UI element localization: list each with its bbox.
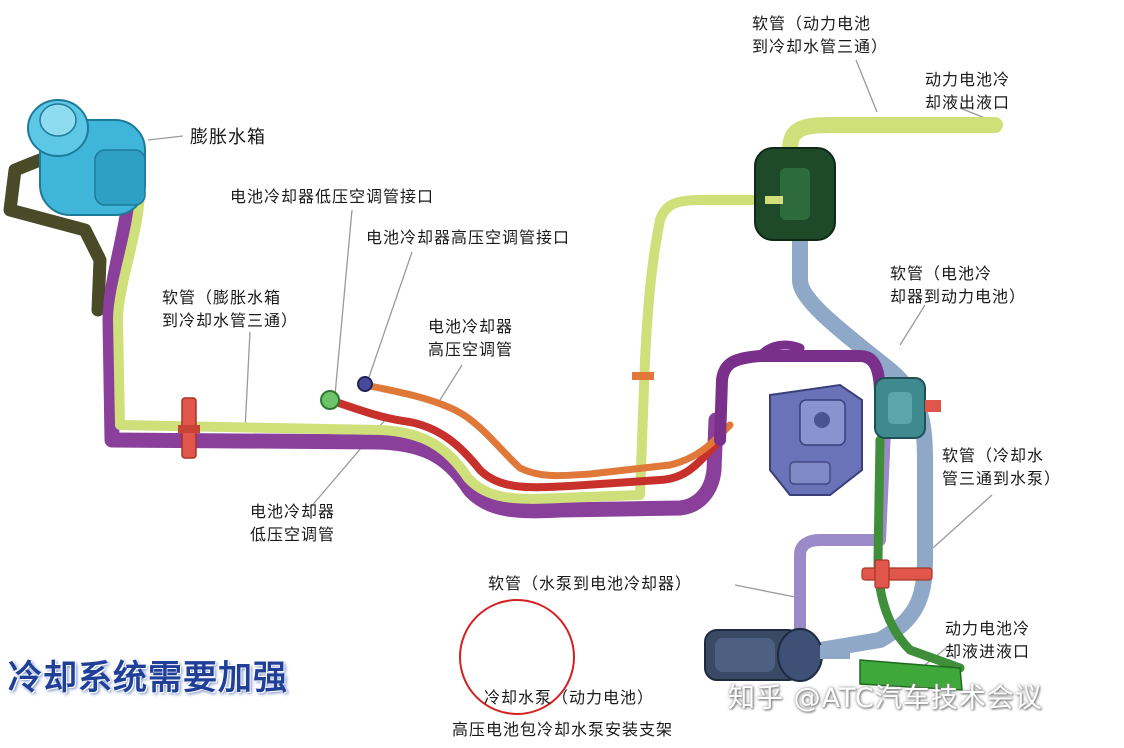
label-battery-inlet: 动力电池冷 却液进液口	[945, 619, 1031, 661]
dark-olive-hose	[3, 153, 107, 317]
label-hose-tee-to-pump: 软管（冷却水 管三通到水泵）	[942, 446, 1062, 488]
hose-clamp-right	[861, 559, 933, 589]
label-pump-bracket: 高压电池包冷却水泵安装支架	[452, 720, 674, 739]
label-low-pressure-pipe: 电池冷却器 低压空调管	[250, 502, 336, 544]
label-high-pressure-port: 电池冷却器高压空调管接口	[366, 228, 571, 247]
label-hose-pump-to-cooler: 软管（水泵到电池冷却器）	[488, 574, 693, 593]
hose-clamp-left	[178, 397, 200, 459]
tee-clamp	[632, 372, 654, 380]
label-high-pressure-pipe: 电池冷却器 高压空调管	[428, 317, 514, 359]
purple-cooler-top	[755, 340, 805, 361]
red-low-pressure-pipe	[326, 396, 724, 492]
label-pump: 冷却水泵（动力电池）	[484, 688, 655, 707]
label-battery-outlet: 动力电池冷 却液出液口	[925, 70, 1011, 112]
hose-tank-to-tee	[113, 185, 650, 504]
label-hose-battery-to-tee: 软管（动力电池 到冷却水管三通）	[752, 14, 889, 56]
label-hose-cooler-to-battery: 软管（电池冷 却器到动力电池）	[890, 264, 1027, 306]
hose-battery-outlet	[782, 117, 1003, 158]
purple-hose	[102, 182, 724, 519]
coolant-tee-block	[874, 377, 941, 439]
expansion-tank	[27, 99, 146, 216]
coolant-pump	[704, 628, 850, 682]
battery-cooler	[769, 383, 863, 496]
label-expansion-tank: 膨胀水箱	[190, 127, 266, 148]
pump-bracket	[859, 659, 963, 691]
battery-outlet-block	[754, 147, 836, 241]
highlight-circle	[459, 599, 575, 715]
slogan-text: 冷却系统需要加强	[8, 658, 288, 698]
high-pressure-port-connector	[357, 376, 373, 392]
label-low-pressure-port: 电池冷却器低压空调管接口	[230, 187, 435, 206]
hose-tee-to-battery	[640, 195, 775, 365]
watermark-text: 知乎 @ATC汽车技术会议	[728, 683, 1043, 714]
hose-pump-to-cooler	[794, 424, 891, 646]
label-hose-tank-to-tee: 软管（膨胀水箱 到冷却水管三通）	[162, 288, 299, 330]
orange-high-pressure-pipe	[361, 381, 734, 480]
low-pressure-port-connector	[320, 390, 340, 410]
